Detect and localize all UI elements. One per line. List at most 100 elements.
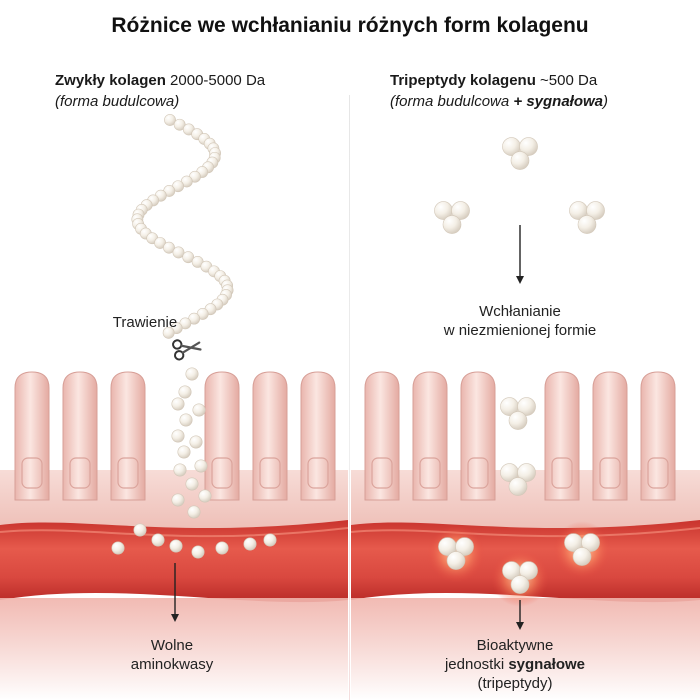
villus (592, 371, 628, 501)
amino-acid (243, 537, 257, 551)
tripeptide-bead (586, 201, 605, 220)
villus-cell (419, 457, 441, 489)
amino-acid (187, 505, 201, 519)
collagen-chain (131, 114, 234, 339)
tripeptide-bead (519, 561, 538, 580)
villus-cell (467, 457, 489, 489)
amino-acid (192, 403, 206, 417)
tripeptide-bead (517, 463, 536, 482)
right-subheading-end: ) (603, 93, 609, 110)
absorption-line2: w niezmienionej formie (443, 322, 597, 339)
amino-acid (171, 397, 185, 411)
chain-bead (182, 251, 195, 264)
villus (412, 371, 448, 501)
villus-cell (21, 457, 43, 489)
bioactive-units-label: Bioaktywne jednostki sygnałowe (tripepty… (415, 636, 615, 693)
tripeptide-bead (442, 215, 462, 234)
villus-cell (211, 457, 233, 489)
absorption-line1: Wchłanianie (479, 303, 561, 320)
amino-acid (185, 477, 199, 491)
left-heading-rest: 2000-5000 Da (165, 72, 266, 89)
villus (460, 371, 496, 501)
chain-bead (164, 114, 176, 126)
amino-acid (185, 367, 199, 381)
villus-cell (307, 457, 329, 489)
villus (640, 371, 676, 501)
amino-acid (171, 429, 185, 443)
bioactive-line2-start: jednostki (444, 656, 509, 673)
amino-acid (263, 533, 277, 547)
amino-acid (191, 545, 205, 559)
digestion-label: Trawienie (112, 314, 178, 331)
tripeptide-clusters (427, 137, 611, 607)
villus-cell (551, 457, 573, 489)
arrow-down-right-top (516, 225, 524, 284)
amino-acid (189, 435, 203, 449)
villus (364, 371, 400, 501)
tripeptide-bead (451, 201, 470, 220)
chain-bead (163, 241, 175, 254)
bioactive-line2-bold: sygnałowe (508, 656, 586, 673)
arrow-down-left (171, 563, 179, 622)
villus (544, 371, 580, 501)
right-subheading-bold: + sygnałowa (513, 93, 604, 110)
amino-acid (179, 413, 193, 427)
free-amino-acids-label: Wolne aminokwasy (102, 636, 242, 674)
chain-bead (172, 246, 185, 259)
tripeptide-bead (510, 575, 530, 594)
bioactive-line3: (tripeptydy) (477, 675, 553, 692)
villus (252, 371, 288, 501)
villus-cell (69, 457, 91, 489)
page-title: Różnice we wchłanianiu różnych form kola… (111, 14, 589, 37)
chain-bead (162, 326, 175, 339)
right-heading: Tripeptydy kolagenu ~500 Da (forma budul… (390, 70, 608, 112)
bioactive-line1: Bioaktywne (476, 637, 554, 654)
chain-bead (173, 118, 186, 131)
arrow-down-right-bottom (516, 600, 524, 630)
absorption-label: Wchłanianie w niezmienionej formie (400, 302, 640, 340)
amino-acid (171, 493, 185, 507)
left-subheading: (forma budulcowa) (55, 93, 180, 110)
villus-cell (259, 457, 281, 489)
column-divider (349, 95, 350, 700)
amino-acid (151, 533, 165, 547)
amino-acid (198, 489, 212, 503)
amino-acid (194, 459, 208, 473)
villus (14, 371, 50, 501)
amino-acid (111, 541, 125, 555)
villus-cell (599, 457, 621, 489)
tripeptide-bead (577, 215, 597, 234)
free-amino-line2: aminokwasy (130, 656, 214, 673)
left-heading: Zwykły kolagen 2000-5000 Da (forma budul… (55, 70, 265, 112)
tripeptide-bead (455, 537, 474, 556)
right-heading-bold: Tripeptydy kolagenu (390, 72, 536, 89)
intestinal-wall-left (0, 371, 348, 700)
villus (204, 371, 240, 501)
right-subheading-start: (forma budulcowa (390, 93, 514, 110)
tripeptide-bead (508, 411, 528, 430)
villus (62, 371, 98, 501)
tripeptide-bead (519, 137, 538, 156)
tripeptide-bead (446, 551, 466, 570)
scissors-icon (172, 339, 202, 361)
tripeptide-bead (572, 547, 592, 566)
villus (300, 371, 336, 501)
amino-acid (177, 445, 191, 459)
tripeptide-bead (510, 151, 530, 170)
villus-cell (371, 457, 393, 489)
free-amino-line1: Wolne (150, 637, 194, 654)
right-heading-rest: ~500 Da (535, 72, 598, 89)
villus-cell (117, 457, 139, 489)
amino-acid (178, 385, 192, 399)
amino-acid (169, 539, 183, 553)
villus-cell (647, 457, 669, 489)
villus (110, 371, 146, 501)
left-heading-bold: Zwykły kolagen (55, 72, 166, 89)
free-amino-acids (111, 367, 277, 559)
amino-acid (215, 541, 229, 555)
tripeptide-bead (508, 477, 528, 496)
amino-acid (173, 463, 187, 477)
amino-acid (133, 523, 147, 537)
